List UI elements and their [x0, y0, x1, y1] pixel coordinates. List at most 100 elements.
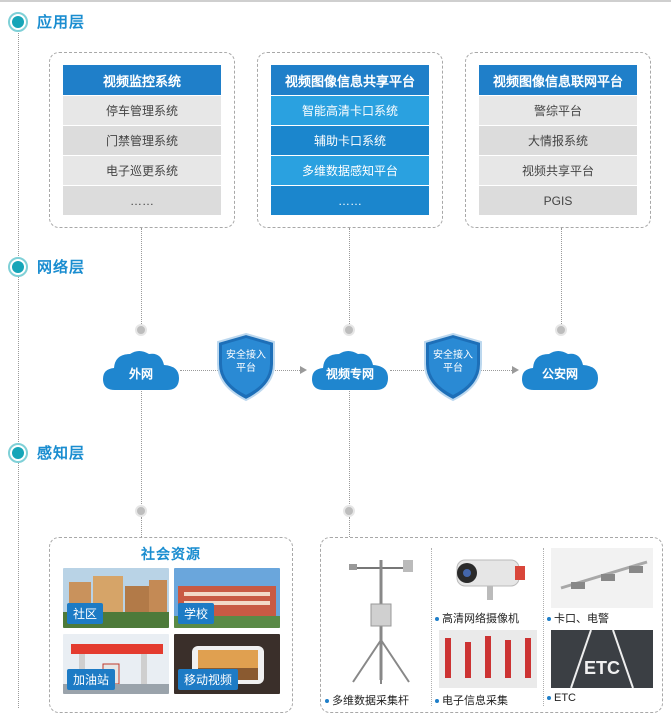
bullet-icon: [547, 696, 551, 701]
checkpoint-camera-icon: [551, 548, 653, 608]
arrow-right-icon: [300, 366, 307, 374]
etc-road-text: ETC: [584, 658, 620, 678]
electronic-collection-image: [439, 630, 537, 688]
app-panel-1: 视频监控系统 停车管理系统 门禁管理系统 电子巡更系统 ……: [49, 52, 235, 228]
system-item: 辅助卡口系统: [271, 125, 429, 155]
system-item: 停车管理系统: [63, 95, 221, 125]
system-image-sharing: 视频图像信息共享平台 智能高清卡口系统 辅助卡口系统 多维数据感知平台 ……: [271, 65, 429, 215]
connector-node: [343, 505, 355, 517]
tile-label: 社区: [67, 603, 104, 624]
connector-line: [141, 388, 142, 508]
connector-line: [141, 517, 142, 537]
layer-spine: [18, 18, 19, 708]
shield-label-line1: 安全接入: [226, 350, 266, 361]
electronic-collection-icon: [439, 630, 537, 688]
device-label-text: 卡口、电警: [554, 613, 609, 625]
system-video-monitoring: 视频监控系统 停车管理系统 门禁管理系统 电子巡更系统 ……: [63, 65, 221, 215]
cloud-police-network: 公安网: [520, 346, 600, 392]
system-item: 门禁管理系统: [63, 125, 221, 155]
devices-panel: 多维数据采集杆 高清网络摄像机 卡口、电警 电子信息采集: [320, 537, 663, 713]
system-title: 视频图像信息共享平台: [271, 65, 429, 95]
device-label: ETC: [547, 692, 576, 704]
cloud-video-network: 视频专网: [309, 346, 391, 392]
cloud-icon: [312, 351, 388, 390]
divider: [431, 548, 432, 706]
layer-dot-icon: [8, 256, 28, 277]
collection-pole-icon: [349, 560, 413, 684]
system-title: 视频监控系统: [63, 65, 221, 95]
bullet-icon: [435, 617, 439, 622]
resources-title: 社会资源: [141, 546, 201, 562]
device-label: 高清网络摄像机: [435, 610, 519, 626]
tile-community: 社区: [63, 568, 169, 628]
layer-perception: 感知层: [8, 442, 85, 463]
device-label: 卡口、电警: [547, 610, 609, 626]
tile-gas-station: 加油站: [63, 634, 169, 694]
tile-school: 学校: [174, 568, 280, 628]
device-label-text: 多维数据采集杆: [332, 695, 409, 707]
connector-line: [349, 517, 350, 537]
layer-dot-icon: [8, 11, 28, 32]
shield-secure-access-1: 安全接入 平台: [214, 332, 278, 402]
bullet-icon: [547, 617, 551, 622]
tile-mobile-video: 移动视频: [174, 634, 280, 694]
connector-line: [141, 228, 142, 328]
layer-label: 应用层: [37, 14, 86, 31]
etc-lane-icon: ETC: [551, 630, 653, 688]
collection-pole-image: [339, 550, 423, 690]
top-border: [0, 0, 671, 2]
device-label-text: 电子信息采集: [442, 695, 508, 707]
system-item: 视频共享平台: [479, 155, 637, 185]
layer-network: 网络层: [8, 256, 85, 277]
shield-icon: [217, 332, 275, 402]
connector-line: [349, 228, 350, 328]
system-item: 电子巡更系统: [63, 155, 221, 185]
system-title: 视频图像信息联网平台: [479, 65, 637, 95]
system-image-network: 视频图像信息联网平台 警综平台 大情报系统 视频共享平台 PGIS: [479, 65, 637, 215]
device-label-text: 高清网络摄像机: [442, 613, 519, 625]
tile-label: 加油站: [67, 669, 116, 690]
connector-line: [561, 228, 562, 328]
social-resources-panel: 社会资源 社区 学校 加油站: [49, 537, 293, 713]
bullet-icon: [325, 699, 329, 704]
connector-node: [135, 324, 147, 336]
cloud-label: 视频专网: [325, 367, 374, 381]
system-item: PGIS: [479, 185, 637, 215]
checkpoint-image: [551, 548, 653, 608]
system-item: 大情报系统: [479, 125, 637, 155]
device-label: 电子信息采集: [435, 692, 508, 708]
tile-label: 移动视频: [178, 669, 239, 690]
system-item: ……: [271, 185, 429, 215]
shield-label-line2: 平台: [236, 363, 256, 374]
cloud-label: 外网: [128, 367, 153, 381]
shield-label-line1: 安全接入: [433, 350, 473, 361]
divider: [543, 548, 544, 706]
cloud-external-network: 外网: [101, 346, 181, 392]
shield-label-line2: 平台: [443, 363, 463, 374]
layer-dot-icon: [8, 442, 28, 463]
app-panel-2: 视频图像信息共享平台 智能高清卡口系统 辅助卡口系统 多维数据感知平台 ……: [257, 52, 443, 228]
shield-icon: [424, 332, 482, 402]
system-item: 警综平台: [479, 95, 637, 125]
cloud-icon: [103, 351, 179, 390]
arrow-right-icon: [512, 366, 519, 374]
cloud-icon: [522, 351, 598, 390]
layer-application: 应用层: [8, 11, 85, 32]
system-item: ……: [63, 185, 221, 215]
hd-camera-image: [439, 548, 537, 608]
cloud-label: 公安网: [541, 367, 578, 381]
community-photo: [63, 568, 169, 628]
device-label-text: ETC: [554, 692, 576, 704]
school-photo: [174, 568, 280, 628]
system-item: 多维数据感知平台: [271, 155, 429, 185]
app-panel-3: 视频图像信息联网平台 警综平台 大情报系统 视频共享平台 PGIS: [465, 52, 651, 228]
tile-label: 学校: [178, 603, 215, 624]
system-item: 智能高清卡口系统: [271, 95, 429, 125]
connector-node: [343, 324, 355, 336]
device-label: 多维数据采集杆: [325, 692, 409, 708]
etc-lane-image: ETC: [551, 630, 653, 688]
layer-label: 网络层: [37, 259, 86, 276]
shield-secure-access-2: 安全接入 平台: [421, 332, 485, 402]
connector-node: [555, 324, 567, 336]
bullet-icon: [435, 699, 439, 704]
